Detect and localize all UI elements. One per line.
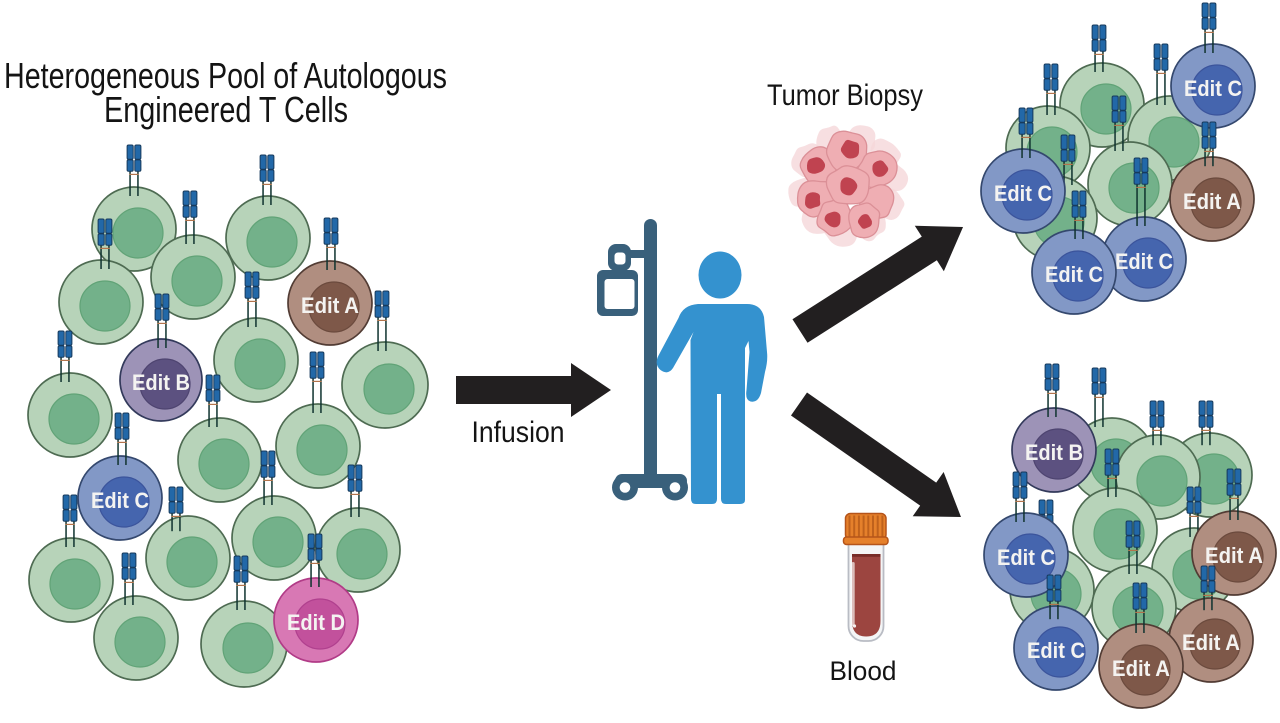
svg-text:Edit A: Edit A [1112, 656, 1170, 681]
svg-text:Edit C: Edit C [997, 545, 1055, 570]
svg-text:Tumor Biopsy: Tumor Biopsy [767, 79, 923, 112]
svg-text:Edit A: Edit A [1182, 630, 1240, 655]
svg-text:Edit C: Edit C [91, 488, 149, 513]
svg-text:Edit C: Edit C [1115, 249, 1173, 274]
svg-text:Edit B: Edit B [1025, 440, 1083, 465]
svg-text:Engineered T Cells: Engineered T Cells [104, 89, 348, 130]
svg-text:Heterogeneous Pool of Autologo: Heterogeneous Pool of Autologous [4, 55, 447, 96]
svg-text:Edit D: Edit D [287, 610, 345, 635]
svg-text:Infusion: Infusion [472, 416, 565, 449]
svg-text:Edit A: Edit A [301, 293, 359, 318]
svg-text:Edit C: Edit C [1184, 76, 1242, 101]
svg-text:Edit A: Edit A [1183, 189, 1241, 214]
svg-text:Edit A: Edit A [1205, 543, 1263, 568]
svg-text:Edit C: Edit C [1027, 638, 1085, 663]
svg-text:Edit C: Edit C [1045, 262, 1103, 287]
svg-text:Blood: Blood [830, 656, 897, 686]
svg-text:Edit C: Edit C [994, 181, 1052, 206]
svg-text:Edit B: Edit B [132, 370, 190, 395]
